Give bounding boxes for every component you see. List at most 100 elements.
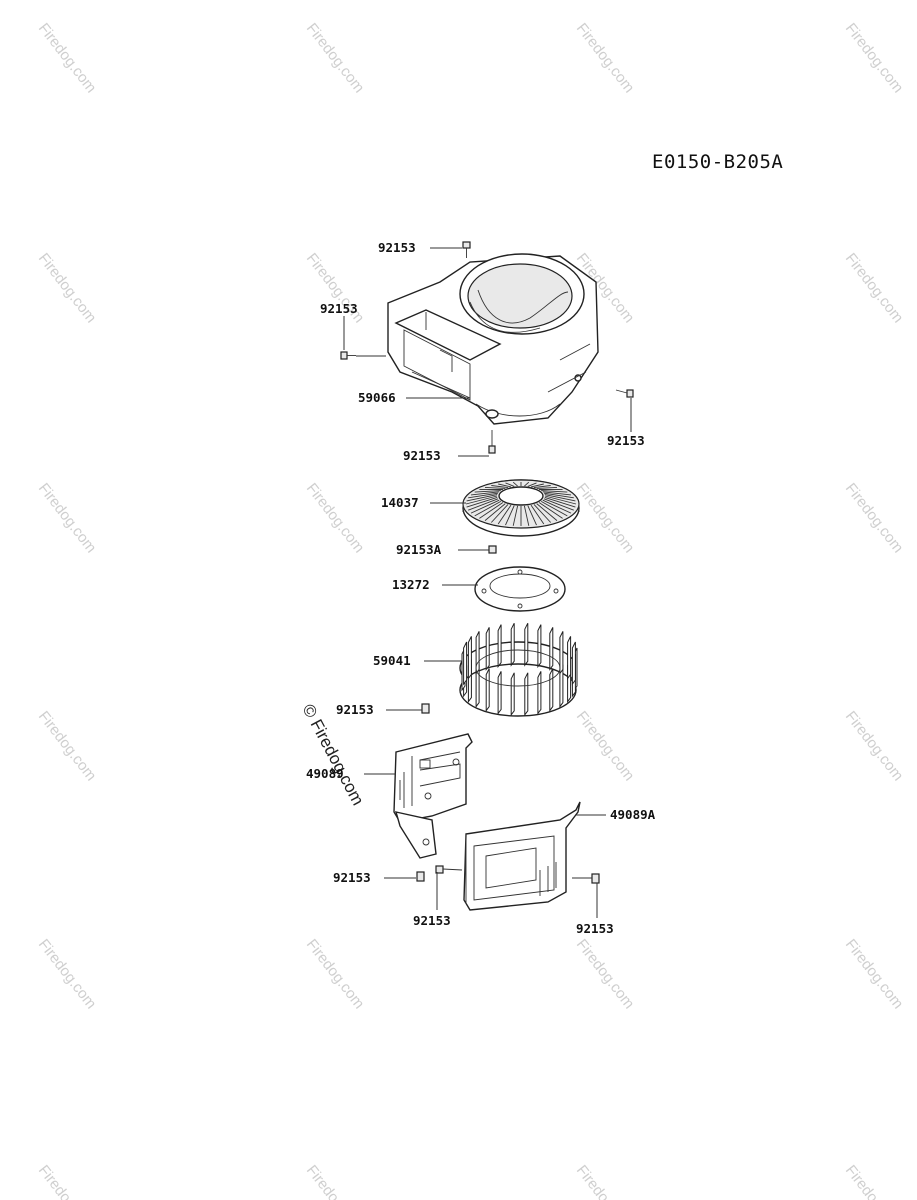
screen-rib	[512, 505, 519, 526]
screw	[435, 865, 444, 874]
watermark: Firedog.com	[573, 936, 638, 1012]
watermark: Firedog.com	[842, 708, 907, 784]
watermark: Firedog.com	[35, 20, 100, 96]
fan-blade	[497, 624, 502, 669]
screw	[421, 703, 430, 714]
cooling-fan-part	[459, 622, 578, 717]
fan-blade	[510, 622, 515, 667]
fan-blade	[549, 668, 554, 713]
watermark: Firedog.com	[842, 1162, 907, 1200]
fan-blade	[537, 624, 542, 669]
screen-rib	[470, 499, 500, 514]
screen-rib	[512, 481, 518, 487]
fan-blade	[497, 671, 502, 715]
screen-rib	[542, 491, 572, 496]
screen-rib	[543, 498, 574, 511]
screw	[488, 445, 496, 454]
screen-rib	[536, 503, 558, 521]
screen-rib	[468, 498, 499, 511]
right-cover-part	[463, 801, 581, 911]
watermark: Firedog.com	[303, 20, 368, 96]
fan-blade	[524, 672, 529, 717]
screen-rib	[474, 490, 501, 493]
watermark: Firedog.com	[35, 1162, 100, 1200]
watermark: Firedog.com	[842, 250, 907, 326]
cover-screws	[416, 703, 600, 884]
screen-rib	[498, 483, 512, 488]
screen-rib	[490, 504, 509, 523]
screen-rib	[470, 491, 500, 496]
fan-housing-part	[387, 253, 599, 425]
diagram-code: E0150-B205A	[652, 151, 784, 173]
callout-label: 13272	[392, 577, 430, 592]
callout-label: 59066	[358, 390, 396, 405]
watermark-main: © Firedog.com	[298, 701, 367, 809]
callout-label: 14037	[381, 495, 419, 510]
watermark-grid: Firedog.com Firedog.com Firedog.com Fire…	[35, 20, 907, 1200]
screen-rib	[542, 499, 572, 514]
callout-label: 92153	[333, 870, 371, 885]
fan-blade	[510, 672, 515, 717]
screen-rib	[544, 494, 576, 502]
screen-rib	[491, 485, 509, 489]
screen-rib	[527, 482, 537, 487]
screen-rib	[505, 505, 515, 526]
screw	[340, 351, 348, 360]
watermark: Firedog.com	[35, 480, 100, 556]
callout-label: 92153	[320, 301, 358, 316]
watermark: Firedog.com	[842, 936, 907, 1012]
fan-blade	[485, 668, 490, 713]
callout-label: 59041	[373, 653, 411, 668]
screen-rib	[505, 482, 515, 487]
leader-lines	[343, 247, 632, 918]
screen-rib	[466, 494, 498, 502]
watermark: Firedog.com	[573, 708, 638, 784]
fan-blade	[485, 627, 490, 671]
watermark: Firedog.com	[35, 708, 100, 784]
screen-rib	[544, 496, 576, 508]
fan-blade	[571, 641, 576, 686]
callout-label: 92153	[607, 433, 645, 448]
screen-rib	[530, 504, 545, 525]
screen-rib	[533, 485, 551, 489]
watermark: Firedog.com	[573, 1162, 638, 1200]
watermark: Firedog.com	[842, 20, 907, 96]
screen-rib	[536, 486, 558, 489]
screen-rib	[544, 495, 577, 505]
callout-label: 92153A	[396, 542, 442, 557]
fan-blade	[567, 636, 572, 680]
watermark: Firedog.com	[573, 20, 638, 96]
fan-blade	[475, 631, 480, 675]
housing-screws	[340, 241, 634, 454]
fan-blade	[524, 622, 529, 667]
callout-label: 92153	[403, 448, 441, 463]
screw	[416, 871, 425, 882]
watermark: Firedog.com	[842, 480, 907, 556]
rotating-screen-part	[462, 479, 580, 537]
callout-label: 92153	[413, 913, 451, 928]
watermark: Firedog.com	[303, 1162, 368, 1200]
screw	[591, 873, 600, 884]
screen-rib	[524, 481, 530, 487]
screen-rib	[484, 486, 506, 489]
screen-rib	[541, 490, 568, 493]
fan-blade	[559, 631, 564, 675]
plate-part	[474, 566, 566, 612]
screen-rib	[533, 504, 552, 523]
screen-rib	[484, 503, 506, 521]
fan-blade	[549, 627, 554, 671]
left-cover-part	[393, 733, 473, 859]
screw	[488, 545, 497, 554]
watermark: Firedog.com	[35, 936, 100, 1012]
screen-rib	[543, 492, 574, 499]
screen-rib	[527, 505, 537, 526]
screen-rib	[538, 502, 563, 519]
fan-blade	[467, 636, 472, 680]
callout-label: 92153	[378, 240, 416, 255]
watermark: Firedog.com	[573, 480, 638, 556]
watermark: Firedog.com	[303, 936, 368, 1012]
fan-blade	[463, 641, 468, 686]
screen-rib	[465, 495, 498, 505]
